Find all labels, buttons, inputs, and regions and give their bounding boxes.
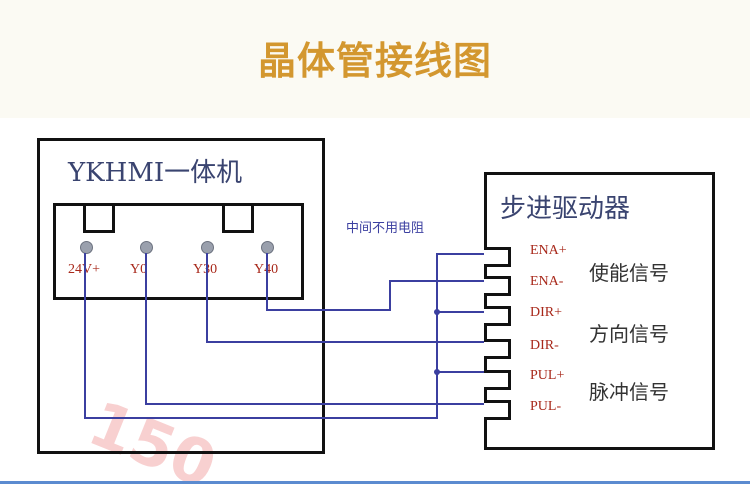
wire-24v-common (84, 253, 484, 419)
wire-y40-ena-minus (266, 253, 484, 311)
terminal-label-y30: Y30 (193, 262, 218, 277)
wiring (84, 253, 484, 419)
driver-label-pul-plus: PUL+ (530, 368, 565, 383)
page-title: 晶体管接线图 (257, 39, 492, 83)
driver-label-ena-plus: ENA+ (530, 243, 567, 258)
hmi-port-left (83, 203, 115, 233)
driver-pin-ena-minus (484, 276, 511, 296)
hmi-terminal-block (53, 203, 304, 300)
wire-y0-pul-minus (145, 253, 484, 405)
wire-y30-dir-minus (206, 253, 484, 343)
signal-pulse: 脉冲信号 (589, 380, 669, 404)
terminal-led-24v (80, 241, 93, 254)
signal-direction: 方向信号 (589, 322, 669, 346)
junction-dot-dir (434, 309, 440, 315)
driver-label-pul-minus: PUL- (530, 399, 562, 414)
driver-pin-dir-plus (484, 306, 511, 326)
driver-label-ena-minus: ENA- (530, 274, 564, 289)
hmi-box (37, 138, 325, 454)
driver-pin-pul-plus (484, 370, 511, 390)
junction-dot-pul (434, 369, 440, 375)
driver-pin-ena-plus (484, 247, 511, 267)
bottom-border (0, 481, 750, 484)
driver-pin-dir-minus (484, 339, 511, 359)
diagram-panel (0, 118, 750, 484)
driver-title: 步进驱动器 (500, 194, 631, 224)
hmi-title: YKHMI一体机 (68, 158, 243, 188)
terminal-label-y0: Y0 (130, 262, 148, 277)
driver-label-dir-plus: DIR+ (530, 305, 563, 320)
hmi-port-right (222, 203, 254, 233)
driver-label-dir-minus: DIR- (530, 338, 559, 353)
header-band (0, 0, 750, 118)
signal-enable: 使能信号 (589, 261, 669, 285)
no-resistor-note: 中间不用电阻 (346, 221, 425, 236)
driver-pin-pul-minus (484, 400, 511, 420)
